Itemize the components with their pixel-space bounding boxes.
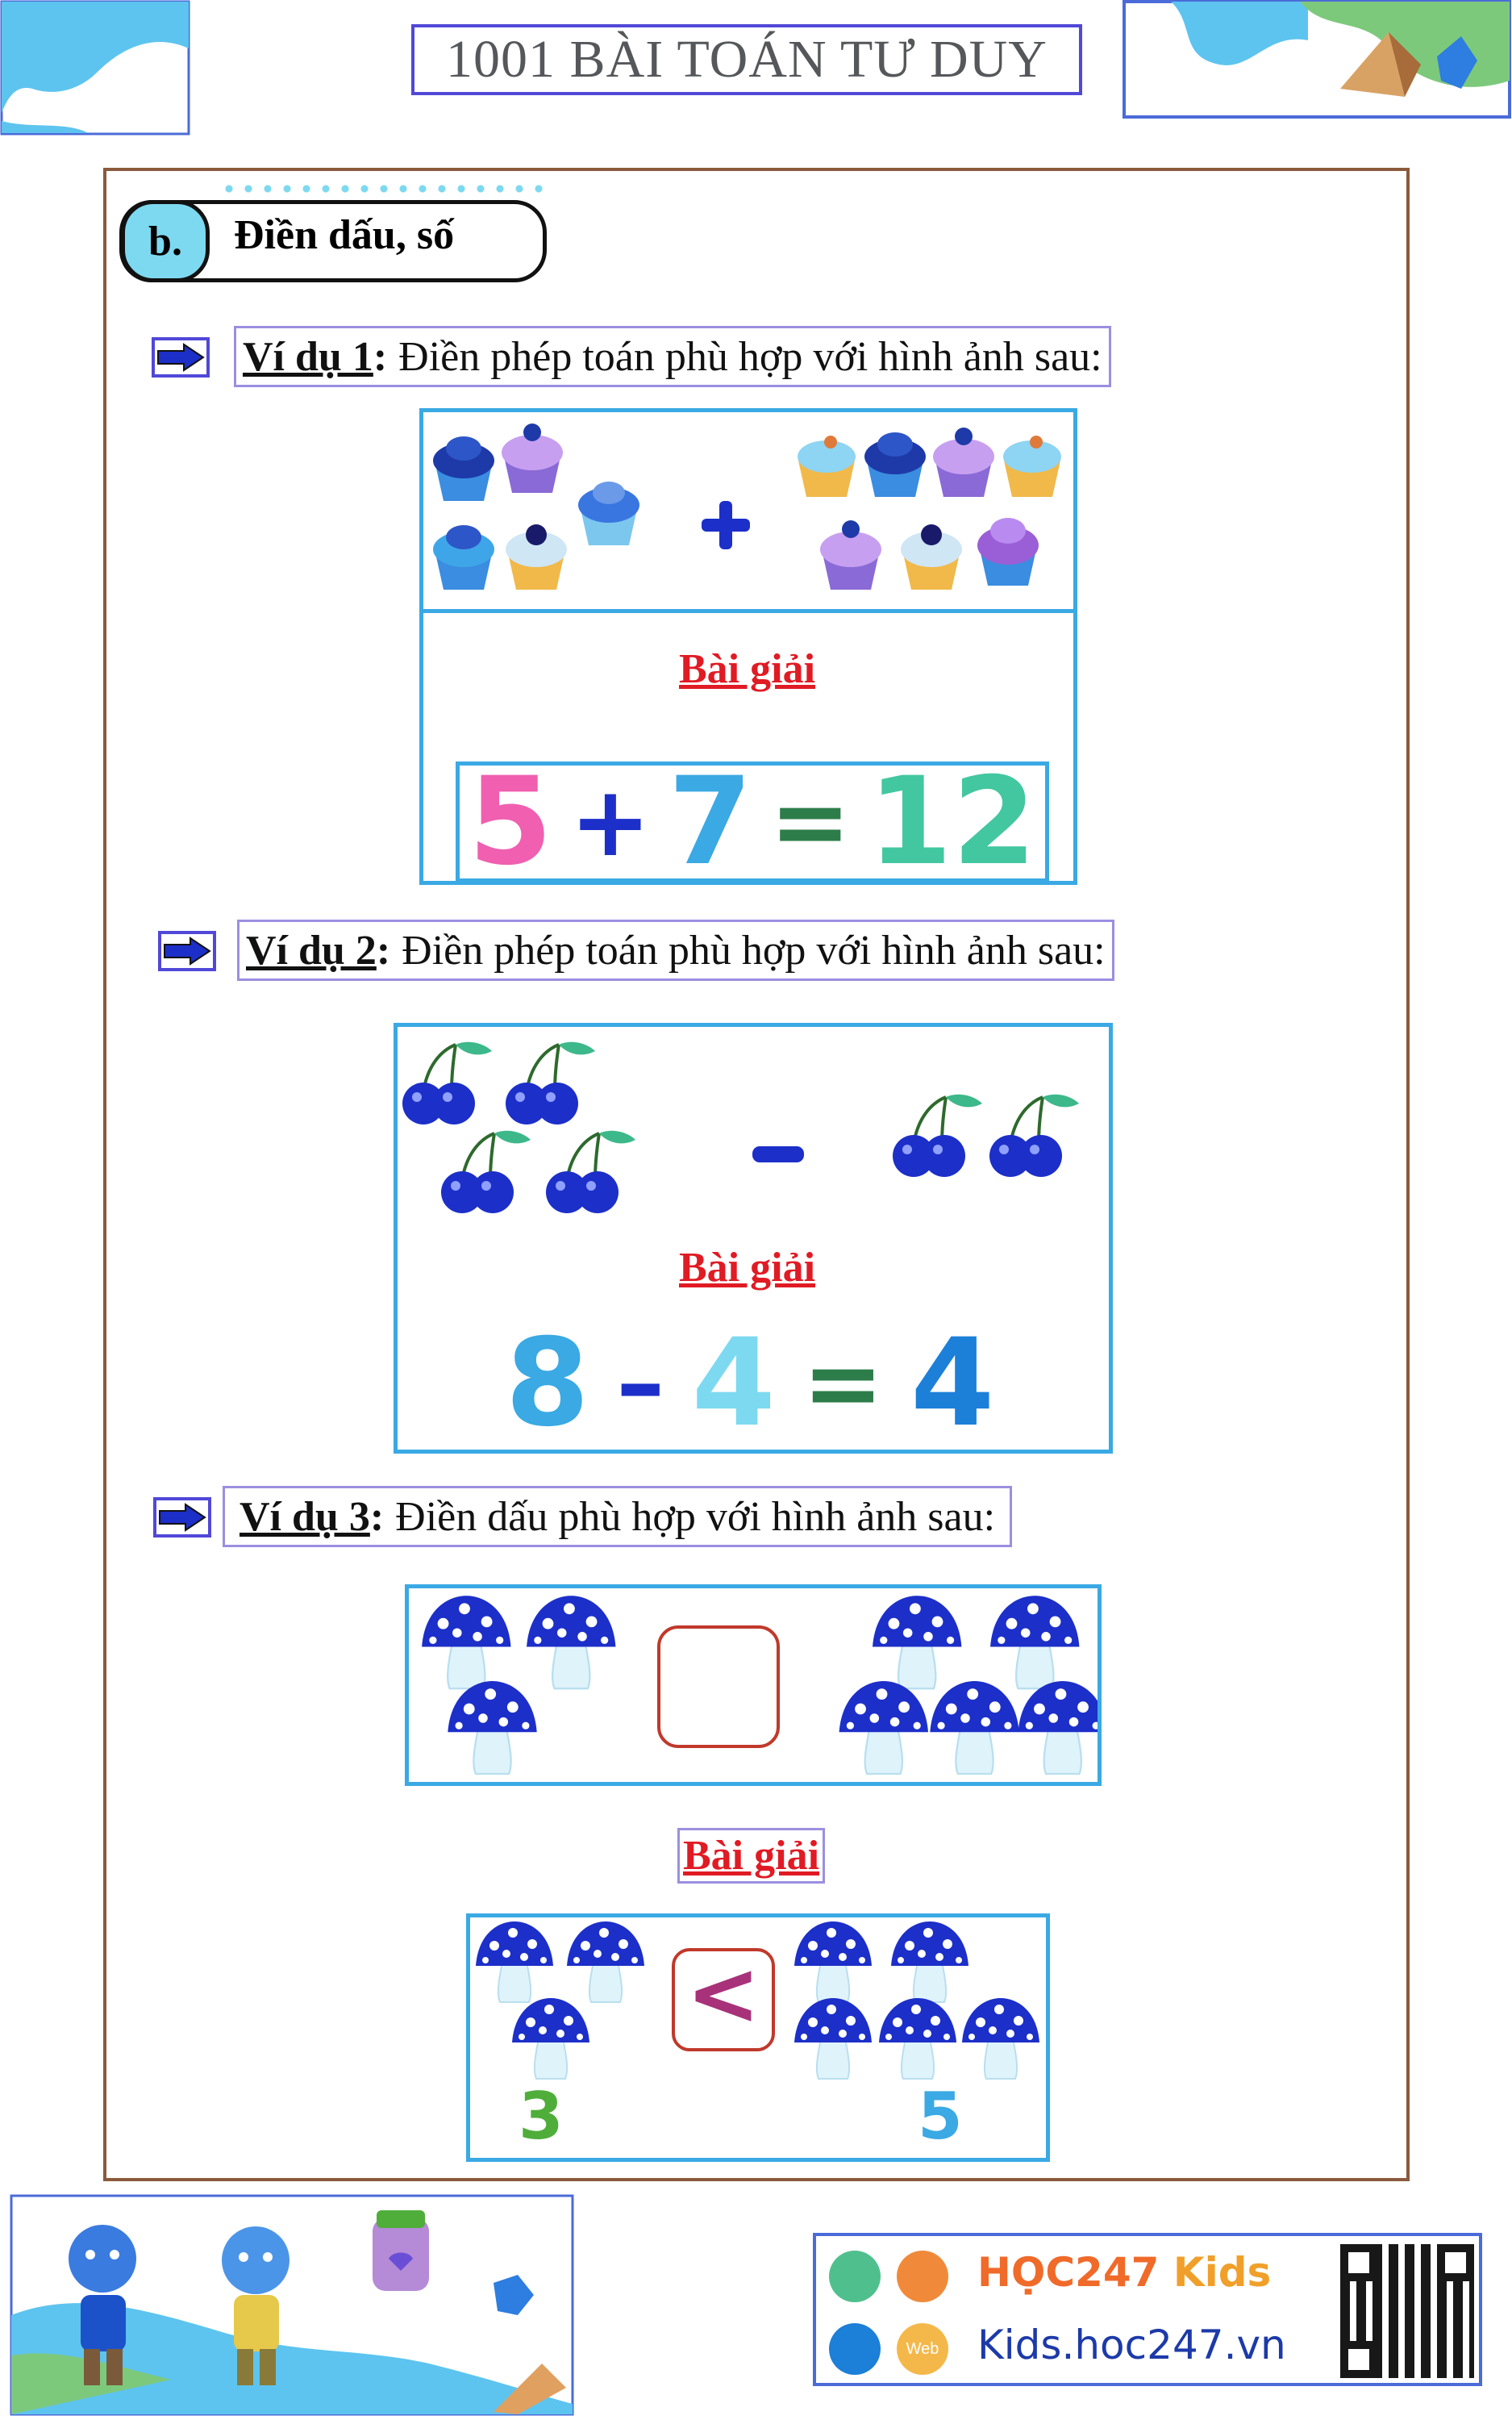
web-icon[interactable]: Web [897, 2323, 948, 2375]
example-3-figure [405, 1584, 1109, 1786]
girl-figure [222, 2226, 289, 2385]
plus-sign [702, 501, 750, 549]
corner-decoration-right [1123, 0, 1511, 119]
cupcakes-illustration [433, 424, 1061, 590]
cupcakes-right [798, 428, 1061, 590]
content-frame [103, 168, 1410, 2181]
cupcakes-left [433, 424, 639, 590]
section-title: Điền dấu, số [234, 212, 455, 258]
equation-1-term-1: 5 [468, 752, 553, 892]
example-1-equation-box: 5 + 7 = 12 [456, 752, 1049, 892]
example-2-label: Ví dụ 2 [246, 927, 377, 974]
brand-panel: Web HỌC247 Kids Kids.hoc247.vn [813, 2233, 1482, 2386]
answer-sign: < [685, 1942, 761, 2045]
right-count: 5 [918, 2079, 963, 2154]
qr-code [1340, 2244, 1474, 2378]
arrow-icon [153, 1497, 211, 1538]
example-2-solution-title: Bài giải [679, 1245, 816, 1291]
brand-kids: Kids [1173, 2249, 1272, 2296]
example-3-line: Ví dụ 3:Điền dấu phù hợp với hình ảnh sa… [223, 1486, 1013, 1547]
example-2-equation: 8 – 4 = 4 [492, 1313, 1008, 1454]
equation-2-term-1: 8 [505, 1313, 589, 1454]
brand-logo: HỌC247 Kids [977, 2249, 1271, 2296]
example-1-figure [419, 408, 1077, 613]
web-badge-label: Web [906, 2339, 939, 2358]
example-3-answer-figure: < 3 5 [466, 1913, 1050, 2162]
example-3-label: Ví dụ 3 [240, 1493, 370, 1540]
dotted-decoration [219, 184, 550, 194]
example-3-text: Điền dấu phù hợp với hình ảnh sau: [395, 1493, 996, 1540]
pencil-icon [494, 2364, 566, 2414]
equation-2-equals: = [802, 1327, 884, 1440]
example-1-text: Điền phép toán phù hợp với hình ảnh sau: [398, 333, 1102, 380]
mushrooms-illustration [420, 1595, 1109, 1775]
example-1-label: Ví dụ 1 [243, 333, 373, 380]
example-3-colon: : [369, 1493, 385, 1540]
example-1-solution-title: Bài giải [679, 646, 816, 692]
arrow-icon [152, 337, 210, 378]
page-title: 1001 BÀI TOÁN TƯ DUY [411, 24, 1082, 95]
minus-sign [752, 1146, 804, 1162]
boy-figure [69, 2225, 136, 2385]
equation-2-result: 4 [910, 1313, 995, 1454]
equation-2-term-2: 4 [691, 1313, 776, 1454]
example-2-text: Điền phép toán phù hợp với hình ảnh sau: [402, 927, 1106, 974]
answer-blank[interactable] [657, 1625, 780, 1748]
section-letter: b. [121, 200, 210, 282]
example-2-line: Ví dụ 2:Điền phép toán phù hợp với hình … [237, 920, 1114, 981]
example-3-solution-title: Bài giải [677, 1828, 826, 1884]
equation-1-equals: = [769, 766, 851, 878]
example-1-line: Ví dụ 1:Điền phép toán phù hợp với hình … [234, 326, 1111, 387]
backpack-icon [373, 2210, 429, 2291]
example-1-colon: : [373, 333, 388, 380]
left-count: 3 [519, 2079, 564, 2154]
equation-1-operator: + [569, 766, 652, 878]
kids-illustration [10, 2194, 574, 2416]
app-store-icon[interactable] [829, 2251, 881, 2302]
cherries-illustration [401, 1040, 1081, 1215]
example-2-figure [394, 1023, 1113, 1454]
equation-1-result: 12 [868, 752, 1037, 892]
brand-hoc247: HỌC247 [977, 2249, 1160, 2296]
equation-2-operator: – [616, 1327, 665, 1440]
pentagon-shape [494, 2275, 534, 2315]
mascot-icon [897, 2251, 948, 2302]
equation-1-term-2: 7 [668, 752, 752, 892]
mushrooms-answer-illustration [475, 1921, 1040, 2080]
arrow-icon [158, 931, 216, 971]
desktop-icon[interactable] [829, 2323, 881, 2375]
corner-decoration-left [0, 0, 190, 136]
site-link[interactable]: Kids.hoc247.vn [977, 2322, 1286, 2368]
example-2-colon: : [376, 927, 391, 974]
